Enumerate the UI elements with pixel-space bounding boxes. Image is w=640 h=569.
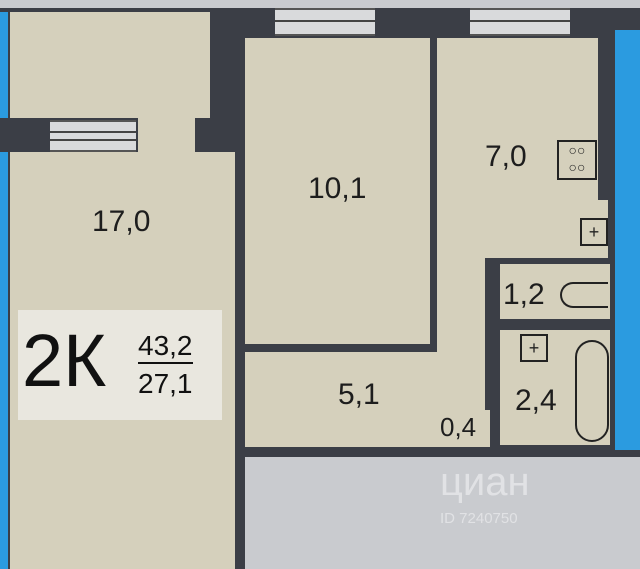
apartment-label: 2К 43,2 27,1 [18,310,222,420]
area-kitchen: 7,0 [485,140,527,173]
watermark-id: ID 7240750 [440,510,518,527]
area-toilet: 1,2 [503,278,545,311]
room-closet [437,410,490,447]
apartment-type: 2К [22,319,107,402]
toilet-icon [560,282,608,308]
total-area: 43,2 [138,330,193,364]
area-bathroom: 2,4 [515,384,557,417]
top-edge [0,0,640,8]
window [275,8,375,36]
balcony-door [50,120,136,152]
sink-icon: + [580,218,608,246]
sink-icon: + [520,334,548,362]
neighbor-area [0,152,8,569]
area-bedroom: 10,1 [308,172,367,205]
living-area: 27,1 [138,368,193,399]
bathtub-icon [575,340,609,442]
common-corridor [245,457,640,569]
watermark-brand: циан [440,460,530,504]
area-living-room: 17,0 [92,205,151,238]
room-living-upper [10,12,210,118]
stove-icon: ○○○○ [557,140,597,180]
room-kitchen-nook [598,200,608,258]
area-hallway: 5,1 [338,378,380,411]
room-bedroom [245,38,430,344]
neighbor-area [615,30,640,450]
room-hallway-upper [437,258,485,358]
neighbor-area [0,12,8,118]
room-kitchen [437,38,598,258]
room-living-passage [138,118,195,158]
room-toilet [500,264,610,319]
area-closet: 0,4 [440,412,477,442]
window [470,8,570,36]
